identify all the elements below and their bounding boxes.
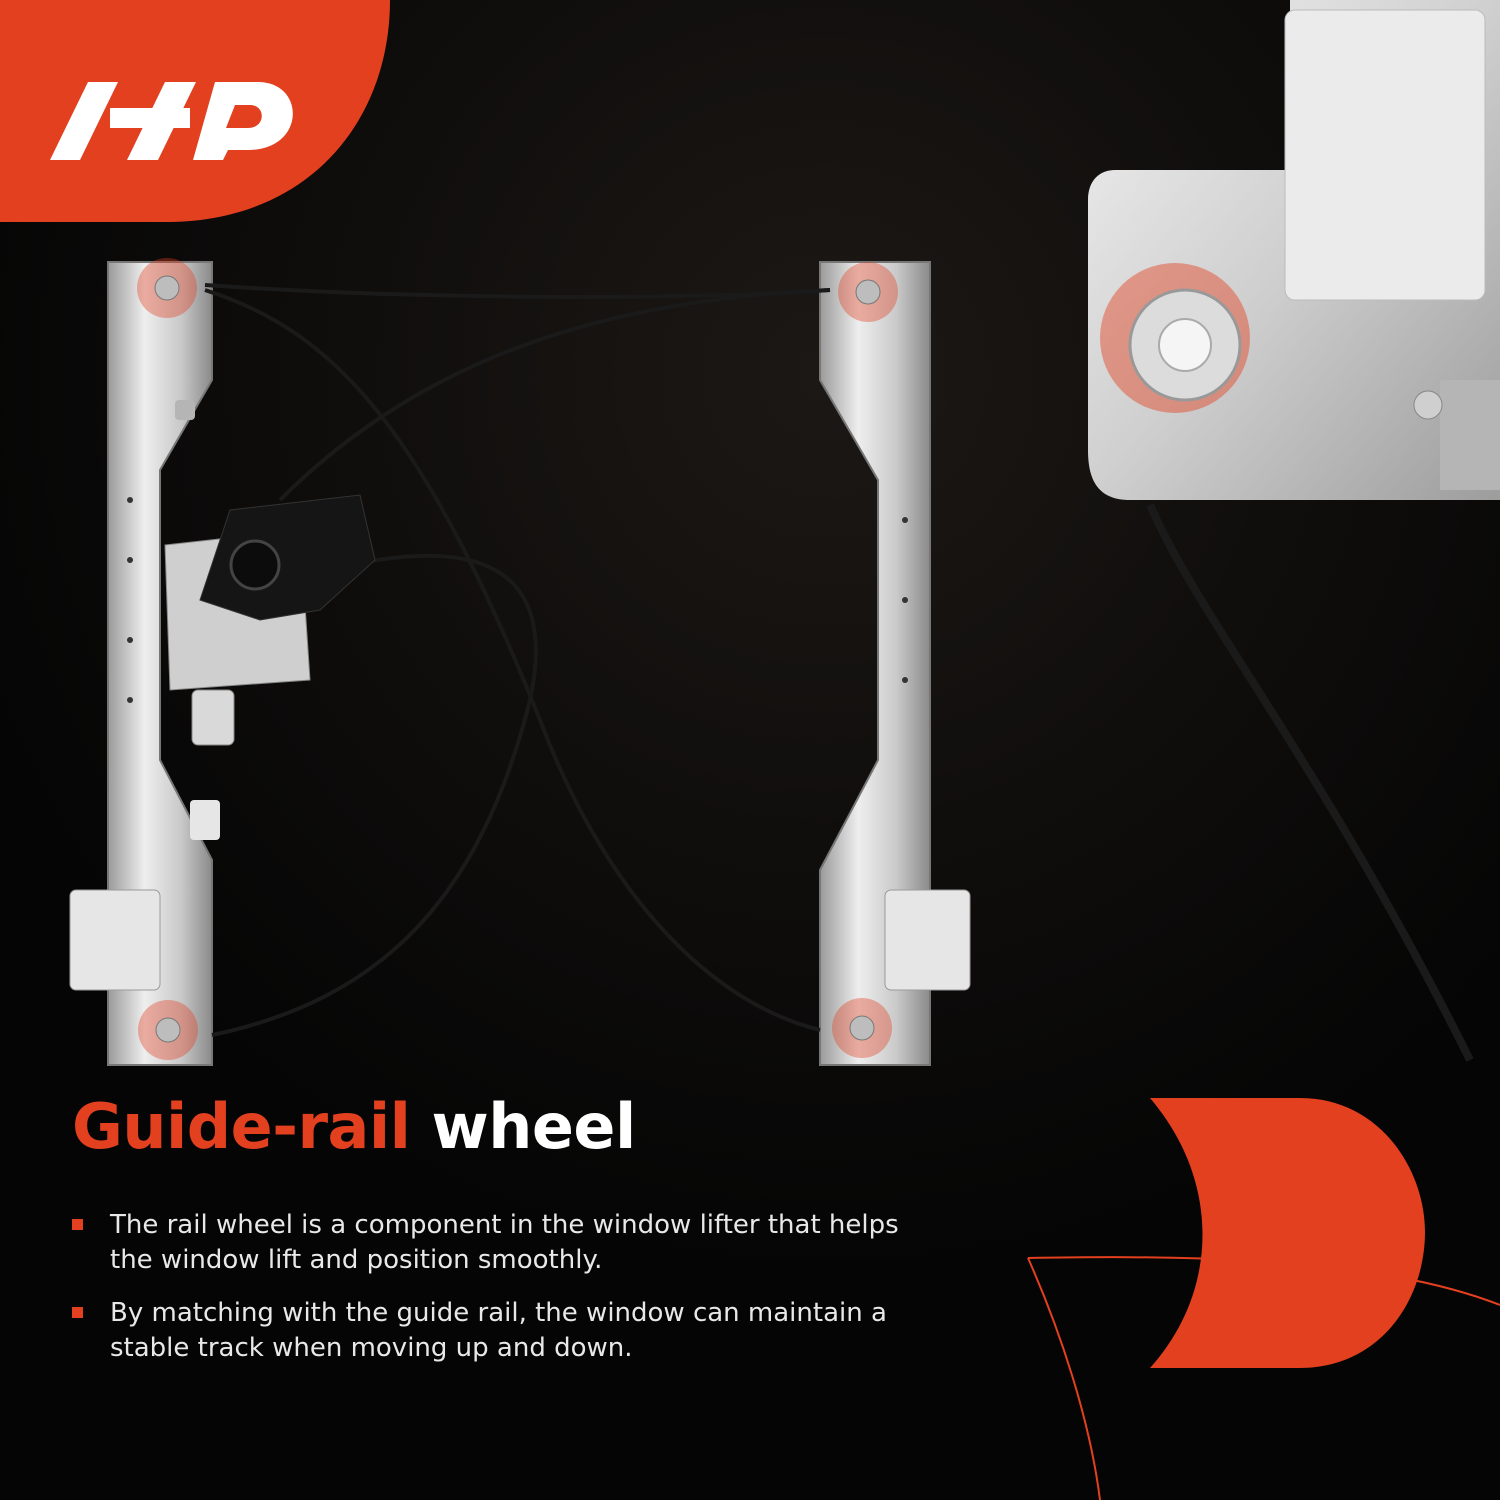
feature-list: The rail wheel is a component in the win… <box>72 1208 912 1384</box>
feature-text: By matching with the guide rail, the win… <box>110 1298 887 1363</box>
motor-assembly <box>164 494 376 840</box>
square-bullet-icon <box>72 1219 83 1230</box>
feature-item: The rail wheel is a component in the win… <box>72 1208 912 1278</box>
brand-logo-icon <box>0 0 390 222</box>
feature-text: The rail wheel is a component in the win… <box>110 1210 899 1275</box>
square-bullet-icon <box>72 1307 83 1318</box>
wheel-highlights <box>137 258 898 1060</box>
d-shape-decor-icon <box>1027 1098 1500 1500</box>
wheel-closeup <box>1088 0 1500 1062</box>
feature-item: By matching with the guide rail, the win… <box>72 1296 912 1366</box>
right-guide-rail <box>819 261 971 1066</box>
lifter-cables <box>204 283 831 1037</box>
headline: Guide-rail wheel <box>72 1090 636 1163</box>
headline-rest: wheel <box>431 1090 636 1163</box>
headline-accent: Guide-rail <box>72 1090 411 1163</box>
left-guide-rail <box>69 261 213 1066</box>
